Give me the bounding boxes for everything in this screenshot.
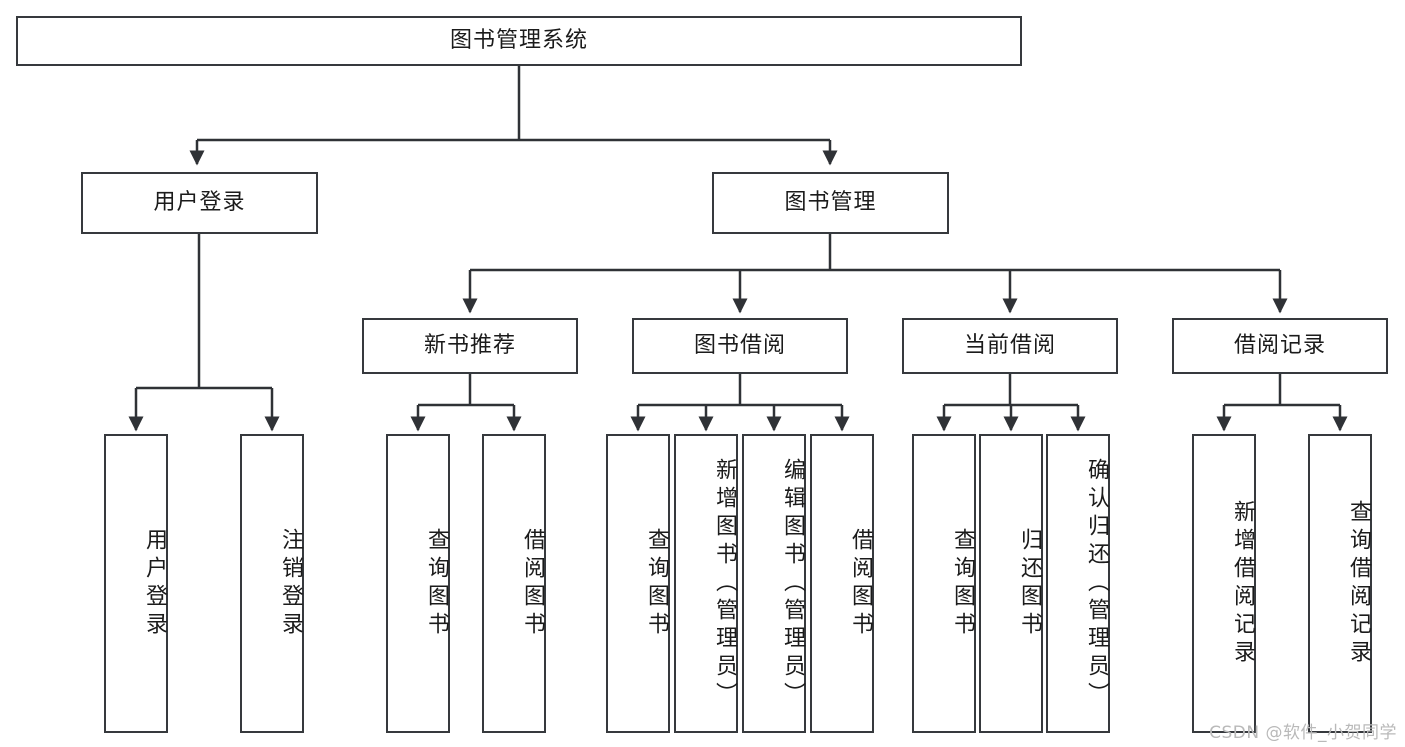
node-label: 编辑图书（管理员） [780,457,805,710]
node-book-borrow[interactable]: 图书借阅 [632,318,848,374]
node-label: 查询图书 [644,527,669,640]
node-label: 当前借阅 [963,332,1056,358]
node-label: 确认归还（管理员） [1084,457,1109,710]
leaf-current-query-book[interactable]: 查询图书 [912,434,976,733]
node-root-book-management-system[interactable]: 图书管理系统 [16,16,1022,66]
node-label: 借阅图书 [848,527,873,640]
node-book-management[interactable]: 图书管理 [712,172,949,234]
node-new-book-recommend[interactable]: 新书推荐 [362,318,578,374]
watermark-text: CSDN @软件_小贺同学 [1209,723,1397,743]
node-label: 用户登录 [153,189,246,215]
node-label: 归还图书 [1017,527,1042,640]
node-label: 借阅记录 [1233,332,1326,358]
leaf-record-query-borrow-record[interactable]: 查询借阅记录 [1308,434,1372,733]
node-label: 图书借阅 [693,332,786,358]
leaf-borrow-query-book[interactable]: 查询图书 [606,434,670,733]
leaf-record-add-borrow-record[interactable]: 新增借阅记录 [1192,434,1256,733]
leaf-current-confirm-return-admin[interactable]: 确认归还（管理员） [1046,434,1110,733]
node-borrow-record[interactable]: 借阅记录 [1172,318,1388,374]
node-current-borrow[interactable]: 当前借阅 [902,318,1118,374]
node-label: 借阅图书 [520,527,545,640]
node-label: 图书管理系统 [449,27,588,53]
node-label: 查询图书 [424,527,449,640]
node-label: 图书管理 [784,189,877,215]
node-label: 新增借阅记录 [1230,499,1255,668]
leaf-user-login-login[interactable]: 用户登录 [104,434,168,733]
leaf-borrow-edit-book-admin[interactable]: 编辑图书（管理员） [742,434,806,733]
leaf-recommend-borrow-book[interactable]: 借阅图书 [482,434,546,733]
leaf-borrow-borrow-book[interactable]: 借阅图书 [810,434,874,733]
node-label: 用户登录 [142,527,167,640]
node-label: 查询图书 [950,527,975,640]
leaf-current-return-book[interactable]: 归还图书 [979,434,1043,733]
node-label: 注销登录 [278,527,303,640]
leaf-recommend-query-book[interactable]: 查询图书 [386,434,450,733]
node-user-login[interactable]: 用户登录 [81,172,318,234]
leaf-borrow-add-book-admin[interactable]: 新增图书（管理员） [674,434,738,733]
node-label: 新书推荐 [423,332,516,358]
node-label: 新增图书（管理员） [712,457,737,710]
node-label: 查询借阅记录 [1346,499,1371,668]
leaf-user-login-logout[interactable]: 注销登录 [240,434,304,733]
